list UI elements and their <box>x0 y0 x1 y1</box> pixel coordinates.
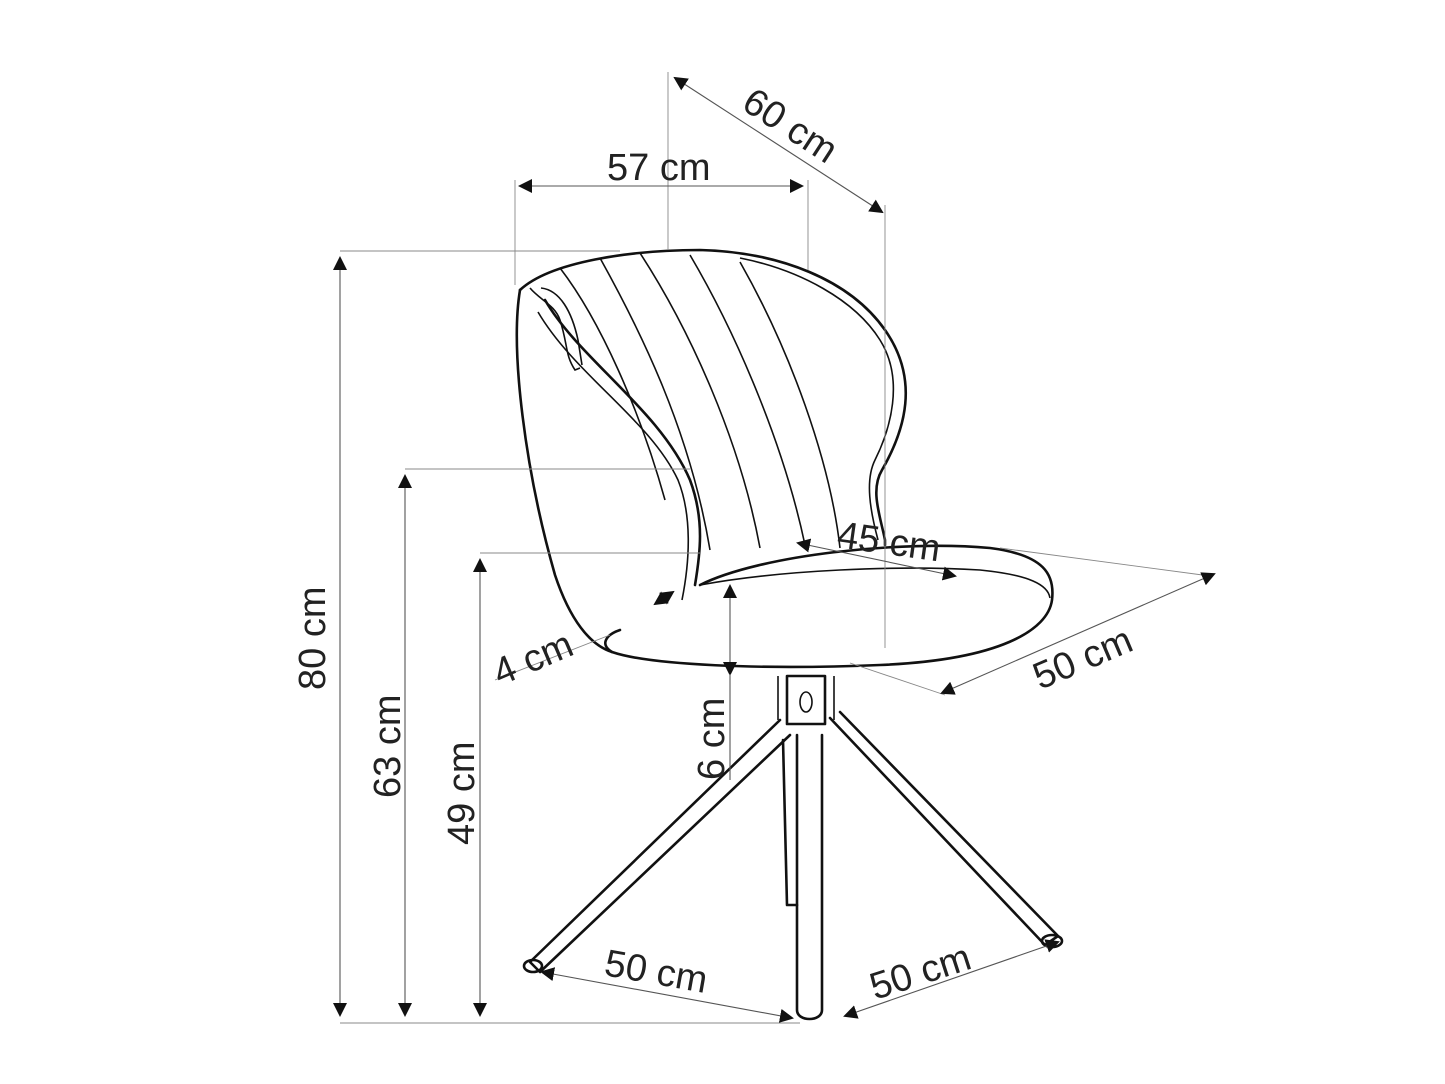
dimension-labels: 60 cm 57 cm 80 cm 63 cm 49 cm 45 cm 50 c… <box>292 80 1139 1008</box>
backrest-stitch-4 <box>689 254 806 546</box>
label-seat-depth: 45 cm <box>835 514 943 570</box>
dimension-lines <box>333 76 1216 1023</box>
backrest-stitch-3 <box>639 252 761 549</box>
label-seat-thickness: 6 cm <box>691 698 733 780</box>
leg-front-left <box>528 718 792 974</box>
chair-armrest-left <box>543 298 702 587</box>
chair-drawing <box>515 248 1064 1021</box>
chair-shell-inner-right <box>739 257 895 541</box>
label-shell-thickness: 4 cm <box>487 623 579 694</box>
dim-line-4 <box>653 590 675 606</box>
extension-lines <box>340 72 1211 1024</box>
leg-back-center <box>781 738 799 907</box>
backrest-stitch-2 <box>599 257 711 551</box>
label-width-total: 57 cm <box>607 147 710 189</box>
backrest-stitch-5 <box>739 261 841 549</box>
dim-line-60 <box>673 76 884 214</box>
chair-shell-left <box>515 288 614 654</box>
dim-line-50-seat <box>940 572 1216 695</box>
dim-line-50-leg-right <box>843 939 1060 1019</box>
label-seat-height: 49 cm <box>441 742 483 845</box>
leg-center-front <box>795 733 824 1021</box>
label-depth-total: 60 cm <box>735 80 845 172</box>
dim-line-50-leg-left <box>540 967 794 1023</box>
swivel-post <box>785 674 827 726</box>
leg-back-right <box>828 710 1060 947</box>
seat-cushion <box>604 544 1054 669</box>
backrest-stitch-1 <box>559 267 666 501</box>
label-leg-span-right: 50 cm <box>865 937 976 1009</box>
label-leg-span-left: 50 cm <box>601 943 710 1002</box>
leg-foot-left <box>522 958 544 974</box>
dim-line-45 <box>796 538 957 581</box>
label-height-total: 80 cm <box>292 587 334 690</box>
label-armrest-height: 63 cm <box>367 695 409 798</box>
chair-shell-outline <box>518 248 907 547</box>
